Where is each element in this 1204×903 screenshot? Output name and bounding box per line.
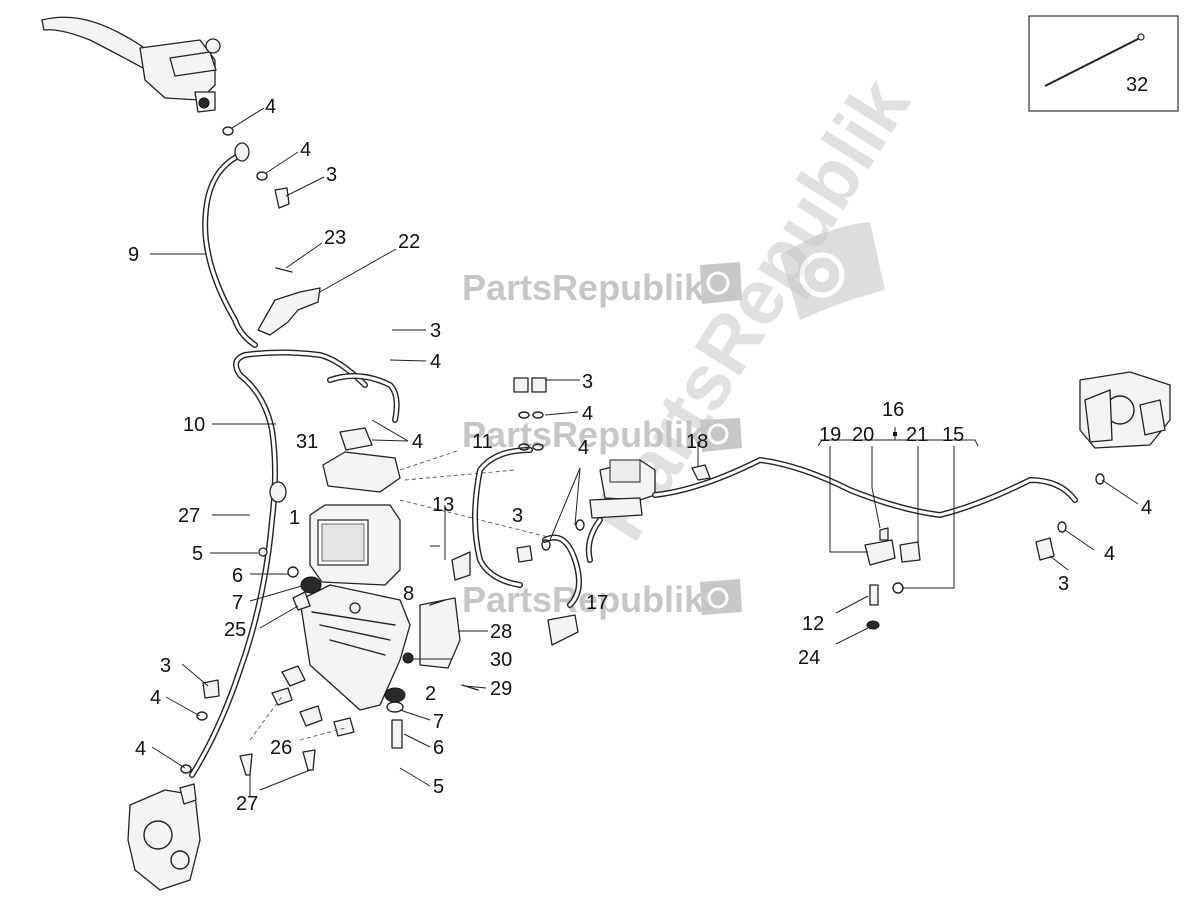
abs-support-bracket-2 [299, 584, 414, 711]
callout-8: 8 [403, 583, 414, 605]
inset-box-cable-tie: 32 [1028, 15, 1179, 112]
brake-hose-9 [202, 142, 258, 348]
separator-dot [893, 432, 897, 436]
gear-flag-icon [700, 262, 742, 304]
callout-4: 4 [578, 437, 589, 459]
washer-and-bolt-parts [222, 126, 290, 209]
cable-clips-26 [239, 665, 355, 776]
callout-3: 3 [512, 505, 523, 527]
callout-16: 16 [882, 399, 904, 421]
callout-1: 1 [289, 507, 300, 529]
callout-9: 9 [128, 244, 139, 266]
callout-3: 3 [160, 655, 171, 677]
center-brake-lines [451, 377, 585, 646]
callout-11: 11 [472, 431, 493, 453]
callout-4: 4 [430, 351, 441, 373]
gear-flag-icon [700, 418, 742, 452]
callout-20: 20 [852, 424, 874, 446]
callout-3: 3 [1058, 573, 1069, 595]
callout-13: 13 [432, 494, 454, 516]
callout-7: 7 [433, 711, 444, 733]
callout-6: 6 [232, 565, 243, 587]
callout-5: 5 [192, 543, 203, 565]
callout-27: 27 [178, 505, 200, 527]
callout-labels: 4 4 3 9 23 22 3 4 10 4 31 27 1 5 6 7 8 2… [128, 96, 1152, 815]
front-brake-caliper [127, 783, 201, 891]
leader-lines [150, 107, 1139, 796]
callout-18: 18 [686, 431, 708, 453]
callout-10: 10 [183, 414, 205, 436]
callout-30: 30 [490, 649, 512, 671]
callout-32: 32 [1126, 74, 1148, 96]
callout-17: 17 [586, 592, 608, 614]
watermark-text-1: PartsRepublik [462, 267, 705, 308]
callout-24: 24 [798, 647, 820, 669]
gear-flag-icon [700, 579, 742, 615]
callout-4: 4 [1104, 543, 1115, 565]
callout-21: 21 [906, 424, 928, 446]
callout-15: 15 [942, 424, 964, 446]
brake-hose-10 [189, 349, 400, 778]
callout-4: 4 [1141, 497, 1152, 519]
watermark-text-3: PartsRepublik [462, 579, 705, 620]
callout-26: 26 [270, 737, 292, 759]
gear-flag-logo-large [780, 222, 885, 320]
cover-plate-28 [419, 597, 479, 691]
watermark: PartsRepublik PartsRepublik PartsRepubli… [462, 63, 927, 620]
callout-3: 3 [430, 320, 441, 342]
callout-4: 4 [265, 96, 276, 118]
callout-4: 4 [582, 403, 593, 425]
bracket-22 [257, 267, 321, 336]
callout-7: 7 [232, 592, 243, 614]
callout-4: 4 [412, 431, 423, 453]
callout-5: 5 [433, 776, 444, 798]
callout-4: 4 [300, 139, 311, 161]
callout-4: 4 [135, 738, 146, 760]
callout-28: 28 [490, 621, 512, 643]
abs-modulator-unit [309, 427, 561, 586]
rear-fittings [864, 473, 1105, 630]
front-brake-lever-assembly [41, 16, 221, 113]
callout-29: 29 [490, 678, 512, 700]
callout-12: 12 [802, 613, 824, 635]
rear-master-cylinder [589, 459, 711, 519]
callout-19: 19 [819, 424, 841, 446]
rear-brake-caliper [1079, 371, 1171, 449]
callout-3: 3 [582, 371, 593, 393]
rear-brake-line [585, 457, 1078, 563]
watermark-text-2: PartsRepublik [462, 414, 705, 455]
callout-31: 31 [296, 431, 318, 453]
callout-3: 3 [326, 164, 337, 186]
callout-4: 4 [150, 687, 161, 709]
grommets-and-washers [258, 547, 406, 749]
callout-25: 25 [224, 619, 246, 641]
callout-22: 22 [398, 231, 420, 253]
callout-2: 2 [425, 683, 436, 705]
callout-6: 6 [433, 737, 444, 759]
callout-27: 27 [236, 793, 258, 815]
callout-23: 23 [324, 227, 346, 249]
